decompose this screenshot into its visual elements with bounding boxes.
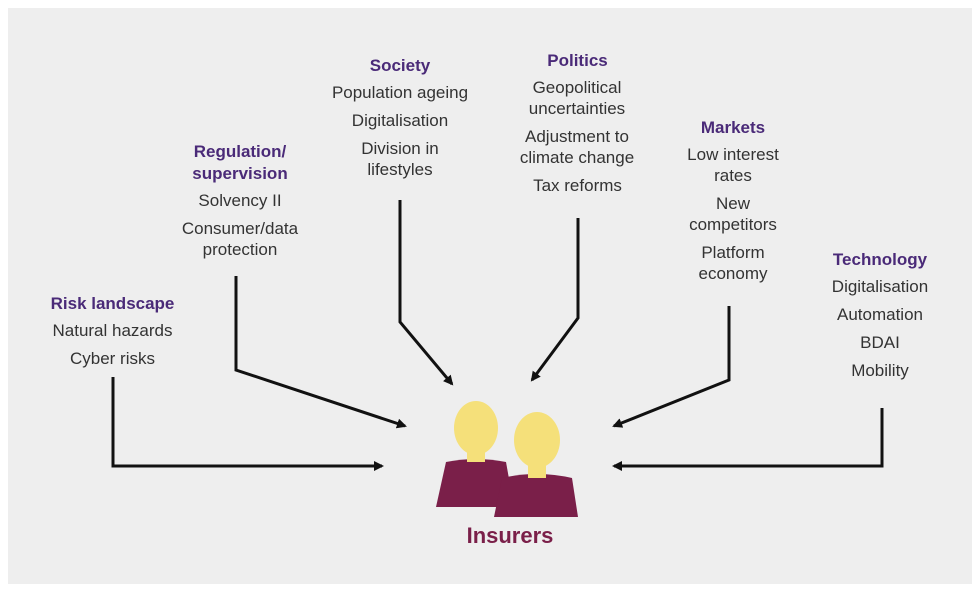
item-tax-reforms: Tax reforms [533,176,622,195]
heading-politics: Politics [547,51,608,70]
item-population-ageing: Population ageing [331,83,469,102]
item-bdai: BDAI [860,333,900,352]
item-digitalisation-society: Digitalisation [351,111,449,130]
group-society: Society Population ageing Digitalisation… [315,55,485,187]
person-front-neck [528,462,546,478]
item-automation: Automation [837,305,923,324]
item-climate-adjustment: Adjustment to climate change [519,127,635,167]
person-front-body [494,474,578,517]
item-natural-hazards: Natural hazards [52,321,173,340]
person-back-neck [467,448,485,462]
arrow-risk-landscape [111,377,384,471]
arrow-technology [612,408,884,471]
people-icon [436,401,578,517]
heading-technology: Technology [832,250,928,269]
group-regulation: Regulation/ supervision Solvency II Cons… [170,141,310,267]
arrow-society [398,200,454,386]
group-politics: Politics Geopolitical uncertainties Adju… [495,50,660,203]
item-low-interest: Low interest rates [687,145,779,185]
item-geopolitical: Geopolitical uncertainties [528,78,626,118]
item-cyber-risks: Cyber risks [69,349,155,368]
center-label: Insurers [466,523,554,548]
person-back-body [436,459,514,507]
arrow-markets [612,306,731,428]
heading-regulation: Regulation/ supervision [192,142,288,183]
item-consumer-data: Consumer/data protection [181,219,299,259]
group-technology: Technology Digitalisation Automation BDA… [810,249,950,388]
arrow-politics [530,218,580,382]
heading-risk-landscape: Risk landscape [50,294,175,313]
group-markets: Markets Low interest rates New competito… [658,117,808,291]
heading-markets: Markets [700,118,766,137]
arrow-regulation [234,276,407,429]
item-solvency: Solvency II [198,191,282,210]
item-platform-economy: Platform economy [698,243,768,283]
item-new-competitors: New competitors [689,194,777,234]
heading-society: Society [369,56,431,75]
item-division-lifestyles: Division in lifestyles [361,139,439,179]
person-front-head [514,412,560,468]
item-digitalisation-tech: Digitalisation [831,277,929,296]
item-mobility: Mobility [851,361,909,380]
person-back-head [454,401,498,455]
group-risk-landscape: Risk landscape Natural hazards Cyber ris… [30,293,195,376]
